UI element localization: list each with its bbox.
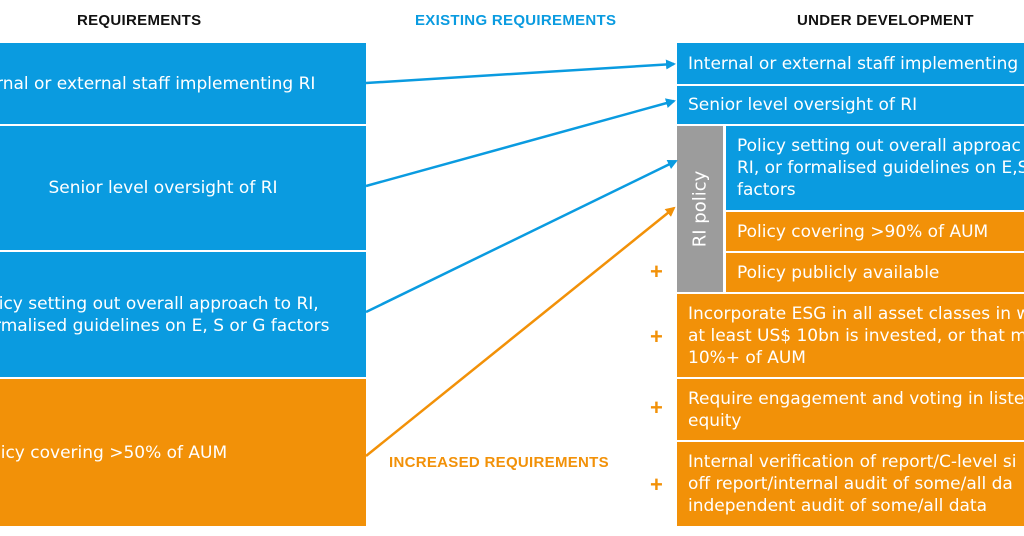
right-box-esg-text: Incorporate ESG in all asset classes in … bbox=[688, 303, 1024, 369]
right-box-public: Policy publicly available bbox=[726, 253, 1024, 292]
right-box-verification-line-3: independent audit of some/all data bbox=[688, 496, 987, 516]
left-box-policy-line-1: licy setting out overall approach to RI, bbox=[0, 293, 319, 314]
right-box-coverage: Policy covering >90% of AUM bbox=[726, 212, 1024, 251]
arrow-staff bbox=[365, 59, 676, 85]
right-box-policy-line-3: factors bbox=[737, 180, 796, 200]
right-box-policy-text: Policy setting out overall approac RI, o… bbox=[737, 135, 1024, 201]
right-box-oversight: Senior level oversight of RI bbox=[677, 86, 1024, 124]
plus-icon: + bbox=[650, 472, 663, 497]
left-box-staff-text: rnal or external staff implementing RI bbox=[0, 73, 316, 94]
right-box-engagement-line-2: equity bbox=[688, 410, 742, 431]
right-box-esg-line-2: at least US$ 10bn is invested, or that m bbox=[688, 325, 1024, 346]
left-box-policy-text: licy setting out overall approach to RI,… bbox=[0, 293, 329, 337]
left-box-policy-line-2: rmalised guidelines on E, S or G factors bbox=[0, 315, 330, 336]
left-box-coverage-text: licy covering >50% of AUM bbox=[0, 442, 228, 463]
right-box-verification: Internal verification of report/C-level … bbox=[677, 442, 1024, 526]
label-increased-requirements: INCREASED REQUIREMENTS bbox=[389, 454, 609, 471]
header-existing-requirements: EXISTING REQUIREMENTS bbox=[415, 12, 617, 29]
arrow-coverage bbox=[365, 206, 676, 457]
right-box-oversight-text: Senior level oversight of RI bbox=[688, 95, 918, 115]
right-box-engagement-text: Require engagement and voting in liste e… bbox=[688, 388, 1024, 432]
right-box-engagement: Require engagement and voting in liste e… bbox=[677, 379, 1024, 440]
right-box-verification-line-2: off report/internal audit of some/all da bbox=[688, 474, 1013, 494]
arrow-policy bbox=[365, 159, 678, 314]
plus-icon: + bbox=[650, 324, 663, 349]
left-box-oversight-text: Senior level oversight of RI bbox=[48, 178, 278, 198]
right-box-policy-line-1: Policy setting out overall approac bbox=[737, 136, 1021, 156]
right-box-staff-text: Internal or external staff implementing bbox=[688, 53, 1019, 74]
right-box-public-text: Policy publicly available bbox=[737, 262, 940, 283]
right-box-esg: Incorporate ESG in all asset classes in … bbox=[677, 294, 1024, 377]
right-box-verification-text: Internal verification of report/C-level … bbox=[688, 451, 1016, 517]
right-box-policy-line-2: RI, or formalised guidelines on E,S bbox=[737, 158, 1024, 178]
plus-icon: + bbox=[650, 259, 663, 284]
right-box-esg-line-1: Incorporate ESG in all asset classes in … bbox=[688, 303, 1024, 324]
left-box-policy: licy setting out overall approach to RI,… bbox=[0, 252, 366, 377]
plus-icon: + bbox=[650, 395, 663, 420]
right-box-coverage-text: Policy covering >90% of AUM bbox=[737, 221, 989, 242]
left-box-oversight: Senior level oversight of RI bbox=[0, 126, 366, 250]
right-box-verification-line-1: Internal verification of report/C-level … bbox=[688, 452, 1017, 472]
header-requirements: REQUIREMENTS bbox=[77, 12, 202, 29]
left-box-staff: rnal or external staff implementing RI bbox=[0, 43, 366, 124]
right-box-policy: Policy setting out overall approac RI, o… bbox=[726, 126, 1024, 210]
right-box-engagement-line-1: Require engagement and voting in liste bbox=[688, 388, 1024, 409]
right-box-esg-line-3: 10%+ of AUM bbox=[688, 347, 806, 368]
ri-policy-label-box: RI policy bbox=[677, 126, 723, 292]
left-box-coverage: licy covering >50% of AUM bbox=[0, 379, 366, 526]
arrow-oversight bbox=[365, 98, 676, 188]
right-box-staff: Internal or external staff implementing bbox=[677, 43, 1024, 84]
header-under-development: UNDER DEVELOPMENT bbox=[797, 12, 974, 29]
